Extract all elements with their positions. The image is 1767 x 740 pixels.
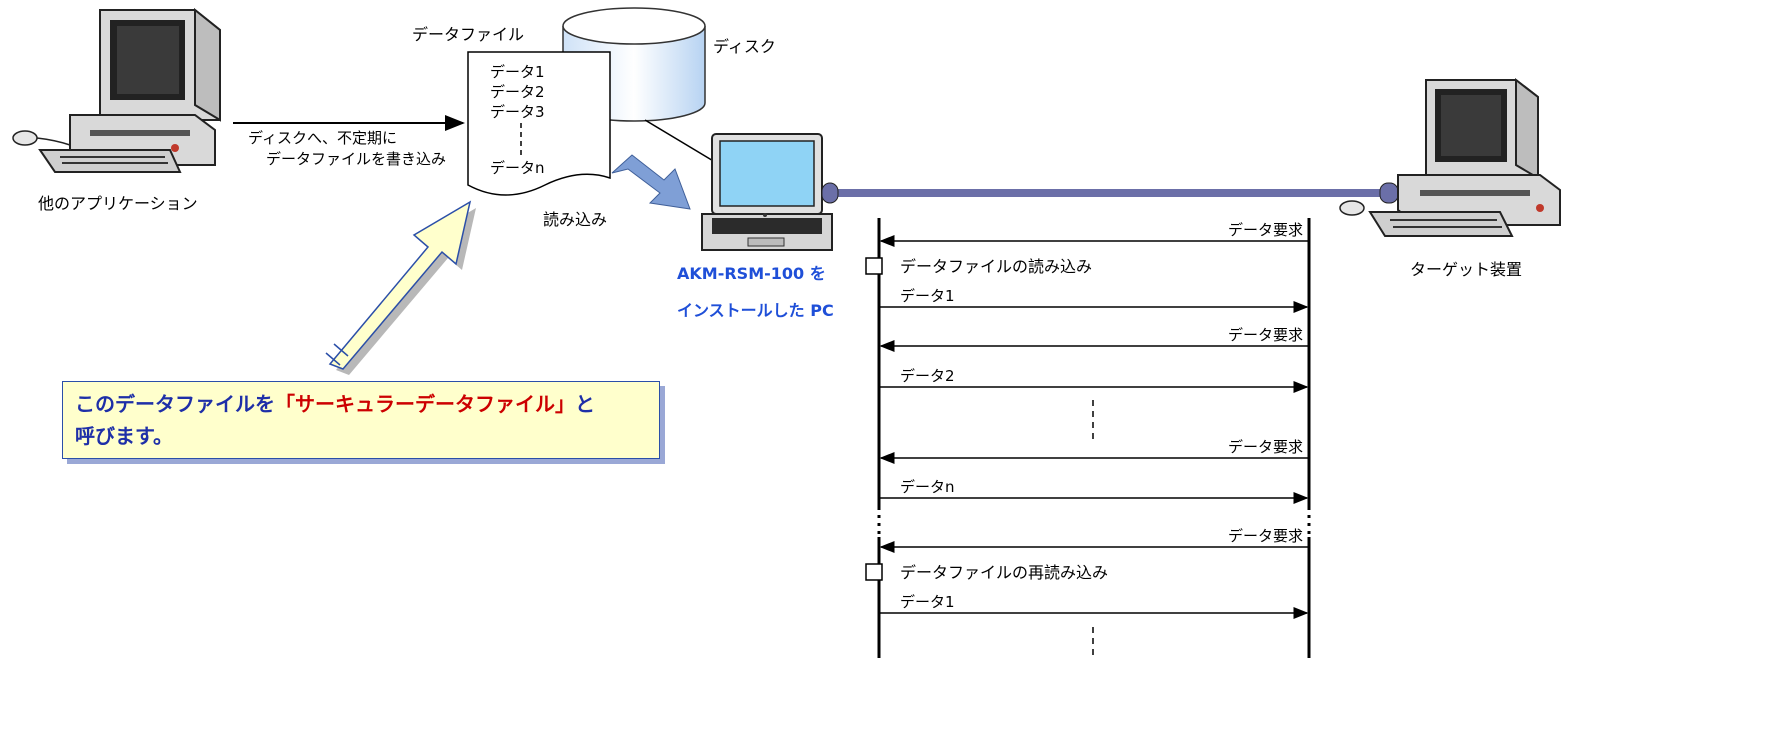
pc-label-2: インストールした PC <box>677 301 834 320</box>
process-box <box>865 257 883 275</box>
read-in-arrow <box>611 154 691 210</box>
request-label: データ要求 <box>1228 326 1303 344</box>
note-highlight: 「サーキュラーデータファイル」 <box>275 392 575 416</box>
note-text: このデータファイルを <box>75 392 275 416</box>
laptop-icon <box>701 133 833 251</box>
request-label: データ要求 <box>1228 438 1303 456</box>
process-label: データファイルの再読み込み <box>900 563 1108 582</box>
process-label: データファイルの読み込み <box>900 257 1092 276</box>
write-label-2: データファイルを書き込み <box>266 150 446 168</box>
note-line-1: このデータファイルを「サーキュラーデータファイル」と <box>75 388 647 420</box>
file-line: データ3 <box>490 103 545 121</box>
data-file-title: データファイル <box>412 25 524 44</box>
data-file-document <box>467 51 611 196</box>
data-label: データ1 <box>900 593 955 611</box>
request-label: データ要求 <box>1228 221 1303 239</box>
callout-arrow <box>325 200 476 375</box>
callout-note: このデータファイルを「サーキュラーデータファイル」と 呼びます。 <box>62 381 660 459</box>
disk-connector <box>644 119 721 166</box>
process-box <box>865 563 883 581</box>
file-line: データ1 <box>490 63 545 81</box>
pc-label-1: AKM-RSM-100 を <box>677 264 826 283</box>
computer-icon-right <box>1339 77 1561 237</box>
data-label: データ1 <box>900 287 955 305</box>
write-label-1: ディスクへ、不定期に <box>248 129 397 147</box>
cable-plug-left <box>821 182 839 204</box>
data-label: データ2 <box>900 367 955 385</box>
target-device-label: ターゲット装置 <box>1410 260 1522 279</box>
file-line: データ2 <box>490 83 545 101</box>
read-in-label: 読み込み <box>543 210 607 229</box>
other-app-label: 他のアプリケーション <box>38 194 198 213</box>
disk-label: ディスク <box>713 37 776 56</box>
data-label: データn <box>900 478 955 496</box>
computer-icon-left <box>12 7 221 173</box>
note-line-2: 呼びます。 <box>75 424 173 448</box>
sequence-messages: データ要求データファイルの読み込みデータ1データ要求データ2データ要求データnデ… <box>865 221 1309 619</box>
request-label: データ要求 <box>1228 527 1303 545</box>
note-text: と <box>575 392 595 416</box>
cable-plug-right <box>1379 182 1399 204</box>
file-line: データn <box>490 159 545 177</box>
